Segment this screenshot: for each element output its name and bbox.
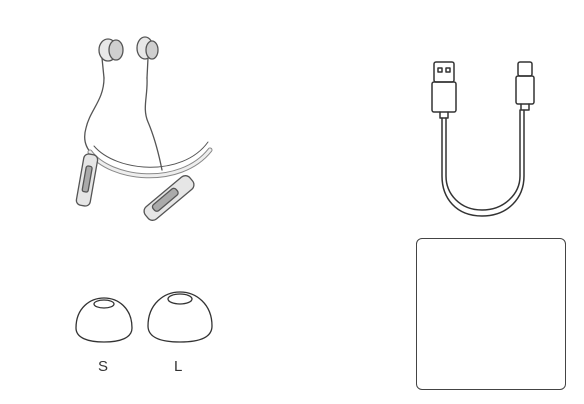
usb-cable-icon bbox=[431, 61, 535, 217]
ear-tip-large-icon bbox=[147, 291, 213, 343]
ear-tip-size-label-small: S bbox=[98, 358, 109, 375]
ear-tip-size-label-large: L bbox=[174, 358, 183, 375]
carrying-pouch-icon bbox=[416, 238, 566, 390]
ear-tip-small-icon bbox=[75, 297, 133, 343]
neckband-earphones-icon bbox=[75, 36, 213, 221]
